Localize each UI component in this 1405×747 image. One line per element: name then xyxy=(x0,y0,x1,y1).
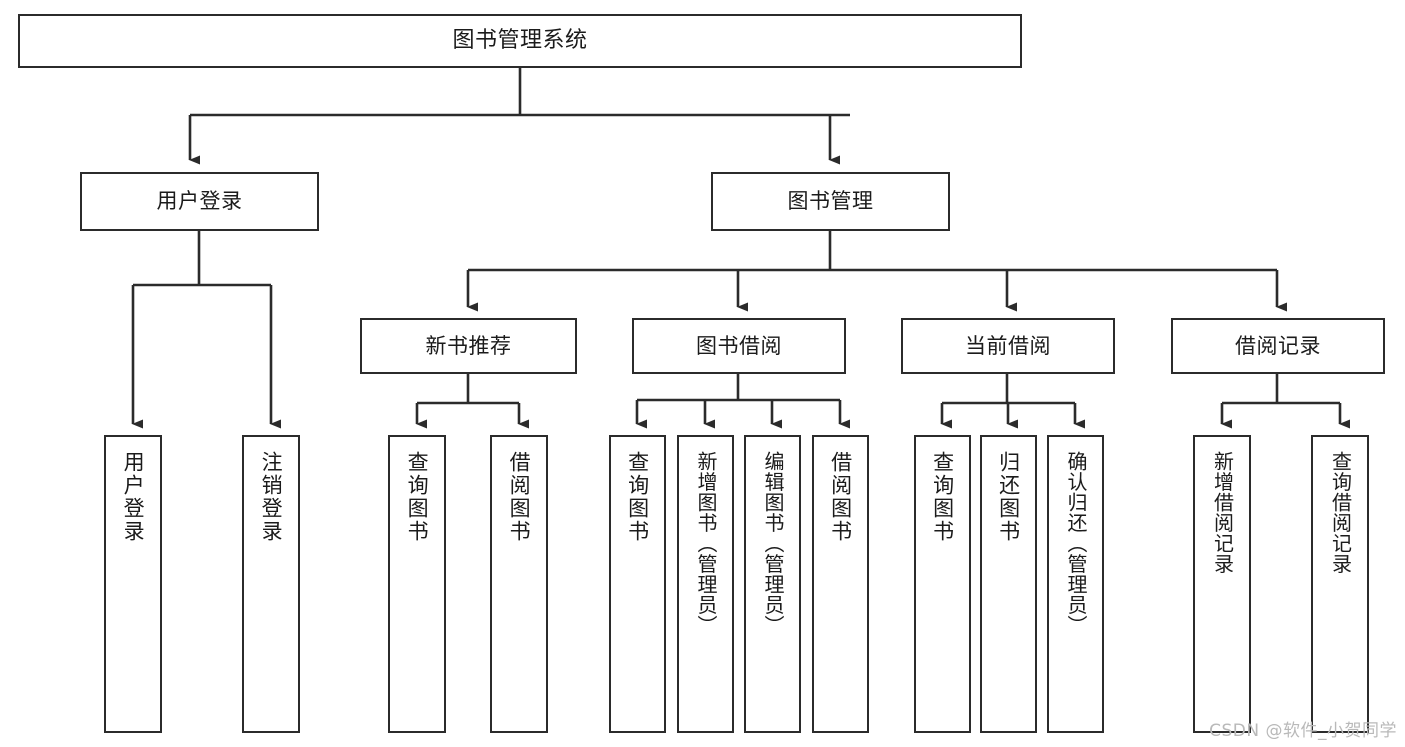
node-leaf-newbook-borrow[interactable]: 借阅图书 xyxy=(490,435,548,733)
node-leaf-user-login-logout-label: 注销登录 xyxy=(259,451,284,543)
node-leaf-record-add[interactable]: 新增借阅记录 xyxy=(1193,435,1251,733)
node-leaf-borrow-add-book-label: 新增图书（管理员） xyxy=(694,451,718,636)
node-book-management[interactable]: 图书管理 xyxy=(711,172,950,231)
node-current-borrow-label: 当前借阅 xyxy=(965,333,1051,358)
node-leaf-borrow-add-book[interactable]: 新增图书（管理员） xyxy=(677,435,734,733)
node-leaf-current-confirm-return-label: 确认归还（管理员） xyxy=(1064,451,1088,636)
node-leaf-borrow-borrow-book[interactable]: 借阅图书 xyxy=(812,435,869,733)
node-leaf-newbook-query[interactable]: 查询图书 xyxy=(388,435,446,733)
node-book-borrow-label: 图书借阅 xyxy=(696,333,782,358)
node-leaf-user-login-signin-label: 用户登录 xyxy=(121,451,146,543)
node-leaf-borrow-edit-book-label: 编辑图书（管理员） xyxy=(761,451,785,636)
node-leaf-record-add-label: 新增借阅记录 xyxy=(1210,451,1235,574)
node-leaf-borrow-query[interactable]: 查询图书 xyxy=(609,435,666,733)
node-user-login-label: 用户登录 xyxy=(156,189,243,214)
node-user-login[interactable]: 用户登录 xyxy=(80,172,319,231)
node-current-borrow[interactable]: 当前借阅 xyxy=(901,318,1115,374)
node-leaf-current-return[interactable]: 归还图书 xyxy=(980,435,1037,733)
node-borrow-record[interactable]: 借阅记录 xyxy=(1171,318,1385,374)
node-book-management-label: 图书管理 xyxy=(787,189,874,214)
node-leaf-record-query-label: 查询借阅记录 xyxy=(1328,451,1353,574)
node-leaf-newbook-query-label: 查询图书 xyxy=(405,451,430,543)
node-leaf-borrow-query-label: 查询图书 xyxy=(625,451,650,543)
node-leaf-current-return-label: 归还图书 xyxy=(996,451,1021,543)
node-leaf-user-login-signin[interactable]: 用户登录 xyxy=(104,435,162,733)
node-new-book-recommend[interactable]: 新书推荐 xyxy=(360,318,577,374)
node-leaf-current-query-label: 查询图书 xyxy=(930,451,955,543)
node-root-system-label: 图书管理系统 xyxy=(452,28,588,54)
node-leaf-current-confirm-return[interactable]: 确认归还（管理员） xyxy=(1047,435,1104,733)
node-leaf-newbook-borrow-label: 借阅图书 xyxy=(507,451,532,543)
node-leaf-borrow-edit-book[interactable]: 编辑图书（管理员） xyxy=(744,435,801,733)
node-borrow-record-label: 借阅记录 xyxy=(1235,333,1321,358)
node-leaf-borrow-borrow-book-label: 借阅图书 xyxy=(828,451,853,543)
node-new-book-recommend-label: 新书推荐 xyxy=(425,333,512,358)
node-root-system[interactable]: 图书管理系统 xyxy=(18,14,1022,68)
node-leaf-current-query[interactable]: 查询图书 xyxy=(914,435,971,733)
node-book-borrow[interactable]: 图书借阅 xyxy=(632,318,846,374)
node-leaf-user-login-logout[interactable]: 注销登录 xyxy=(242,435,300,733)
node-leaf-record-query[interactable]: 查询借阅记录 xyxy=(1311,435,1369,733)
